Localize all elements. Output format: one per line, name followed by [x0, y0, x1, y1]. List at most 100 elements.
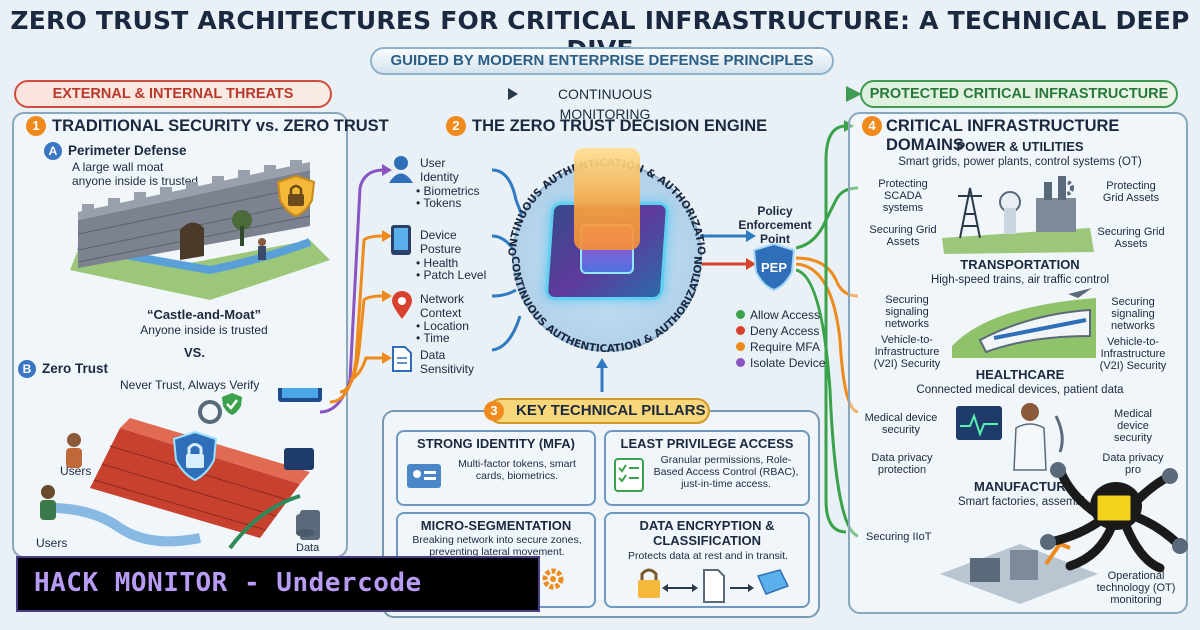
- banner-text: HACK MONITOR - Undercode: [34, 568, 422, 598]
- domain-manufacturing-desc: Smart factories, assembl: [958, 496, 1085, 508]
- domain-transport-desc: High-speed trains, air traffic control: [930, 274, 1110, 286]
- pep-caption: Policy Enforcement Point: [738, 204, 812, 246]
- encryption-icons: [638, 568, 790, 603]
- action-mfa: Require MFA: [736, 340, 820, 354]
- input-data-sensitivity-title: Data Sensitivity: [420, 348, 475, 376]
- pep-label: PEP: [760, 260, 787, 275]
- castle-and-moat-desc: Anyone inside is trusted: [140, 323, 268, 337]
- train-illustration: [952, 288, 1096, 358]
- input-network-context-title: Network Context: [420, 292, 465, 320]
- transport-right-2: Vehicle-to-Infrastructure (V2I) Security: [1099, 336, 1167, 372]
- page-title: ZERO TRUST ARCHITECTURES FOR CRITICAL IN…: [10, 6, 1190, 64]
- option-b-badge: B: [18, 360, 36, 378]
- health-left-1: Medical device security: [864, 412, 938, 436]
- checklist-icon: [614, 458, 644, 492]
- input-user-identity-title: User Identity: [420, 156, 459, 184]
- isolate-dot-icon: [736, 358, 745, 367]
- hack-monitor-banner: HACK MONITOR - Undercode: [16, 556, 540, 612]
- action-isolate: Isolate Device: [736, 356, 825, 370]
- protected-infrastructure-banner: PROTECTED CRITICAL INFRASTRUCTURE: [860, 80, 1178, 108]
- power-left-1: Protecting SCADA systems: [878, 178, 928, 214]
- shield-lock-icon: [276, 174, 316, 218]
- subtitle-badge: GUIDED BY MODERN ENTERPRISE DEFENSE PRIN…: [370, 47, 834, 75]
- domain-transport-title: TRANSPORTATION: [960, 257, 1080, 272]
- pillar-title: DATA ENCRYPTION & CLASSIFICATION: [639, 518, 775, 548]
- user-identity-icon: [389, 156, 413, 183]
- pillar-desc: Breaking network into secure zones, prev…: [412, 534, 582, 558]
- section-2-heading: THE ZERO TRUST DECISION ENGINE: [472, 117, 768, 135]
- zero-trust-desc: Never Trust, Always Verify: [120, 378, 260, 392]
- health-left-2: Data privacy protection: [871, 452, 933, 476]
- input-device-posture-title: Device Posture: [420, 228, 462, 256]
- users-label: Users: [36, 536, 68, 550]
- pillar-desc: Granular permissions, Role-Based Access …: [653, 454, 799, 490]
- perimeter-defense-desc: A large wall moat anyone inside is trust…: [72, 160, 199, 188]
- section-2-number: 2: [446, 116, 466, 136]
- pillar-desc: Multi-factor tokens, smart cards, biomet…: [458, 458, 576, 482]
- manufacturing-left-1: Securing IIoT: [866, 531, 932, 543]
- id-card-icon: [407, 464, 441, 488]
- input-user-identity-item: • Tokens: [416, 196, 462, 210]
- input-device-posture-item: • Health: [416, 256, 459, 270]
- section-1-heading: TRADITIONAL SECURITY vs. ZERO TRUST: [52, 117, 389, 135]
- domain-health-title: HEALTHCARE: [975, 367, 1065, 382]
- pillar-data-encryption: DATA ENCRYPTION & CLASSIFICATION Protect…: [604, 512, 810, 608]
- power-right-2: Securing Grid Assets: [1097, 226, 1165, 250]
- domain-health-desc: Connected medical devices, patient data: [916, 384, 1124, 396]
- input-user-identity-item: • Biometrics: [416, 184, 480, 198]
- pillar-title: LEAST PRIVILEGE ACCESS: [620, 436, 794, 451]
- octopus-hacker-mascot: [1040, 462, 1188, 573]
- factory-illustration: [940, 541, 1098, 604]
- pillar-title: STRONG IDENTITY (MFA): [417, 436, 575, 451]
- health-right-2: Data privacy pro: [1102, 452, 1164, 476]
- pillar-strong-identity: STRONG IDENTITY (MFA) Multi-factor token…: [396, 430, 596, 506]
- pillar-title: MICRO-SEGMENTATION: [420, 518, 572, 533]
- manufacturing-right-1: Operational technology (OT) monitoring: [1096, 570, 1176, 606]
- allow-dot-icon: [736, 310, 745, 319]
- action-allow: Allow Access: [736, 308, 820, 322]
- data-label: Data: [296, 542, 320, 554]
- power-right-1: Protecting Grid Assets: [1102, 180, 1160, 204]
- input-network-context-item: • Location: [416, 319, 469, 333]
- option-a-badge: A: [44, 142, 62, 160]
- deny-dot-icon: [736, 326, 745, 335]
- domain-manufacturing-title: MANUFACTURI: [974, 479, 1070, 494]
- section-3-heading: KEY TECHNICAL PILLARS: [488, 398, 710, 424]
- versus-label: VS.: [184, 345, 205, 360]
- gear-icon: [1058, 180, 1074, 196]
- healthcare-illustration: [956, 403, 1064, 471]
- location-pin-icon: [392, 291, 412, 319]
- shield-lock-icon: [172, 430, 218, 482]
- health-right-1: Medical device security: [1114, 408, 1152, 444]
- users-label: Users: [60, 464, 92, 478]
- power-grid-illustration: [942, 176, 1094, 254]
- transport-left-2: Vehicle-to-Infrastructure (V2I) Security: [873, 334, 941, 370]
- section-1-number: 1: [26, 116, 46, 136]
- device-posture-icon: [391, 225, 411, 255]
- database-icon: [296, 513, 314, 537]
- transport-right-1: Securing signaling networks: [1110, 296, 1156, 332]
- mfa-dot-icon: [736, 342, 745, 351]
- gear-icon: [542, 568, 564, 590]
- section-4-heading: CRITICAL INFRASTRUCTURE DOMAINS: [886, 117, 1120, 154]
- zero-trust-title: Zero Trust: [42, 361, 109, 376]
- decision-light-beam: [574, 148, 640, 250]
- domain-power-desc: Smart grids, power plants, control syste…: [898, 156, 1142, 168]
- document-icon: [392, 346, 412, 372]
- input-device-posture-item: • Patch Level: [416, 268, 487, 282]
- check-shield-icon: [222, 393, 242, 415]
- castle-and-moat-title: “Castle-and-Moat”: [146, 307, 262, 322]
- pillar-least-privilege: LEAST PRIVILEGE ACCESS Granular permissi…: [604, 430, 810, 506]
- power-left-2: Securing Grid Assets: [869, 224, 937, 248]
- pillar-desc: Protects data at rest and in transit.: [628, 550, 788, 562]
- threats-banner: EXTERNAL & INTERNAL THREATS: [14, 80, 332, 108]
- continuous-monitoring-label: CONTINUOUS MONITORING: [520, 84, 690, 122]
- decision-flow-lines: [320, 164, 756, 414]
- domain-power-title: POWER & UTILITIES: [956, 139, 1084, 154]
- input-network-context-item: • Time: [416, 331, 450, 345]
- transport-left-1: Securing signaling networks: [884, 294, 930, 330]
- castle-wall-illustration: [70, 160, 330, 300]
- section-3-number: 3: [484, 401, 504, 421]
- action-deny: Deny Access: [736, 324, 819, 338]
- pep-shield-icon: [752, 242, 796, 292]
